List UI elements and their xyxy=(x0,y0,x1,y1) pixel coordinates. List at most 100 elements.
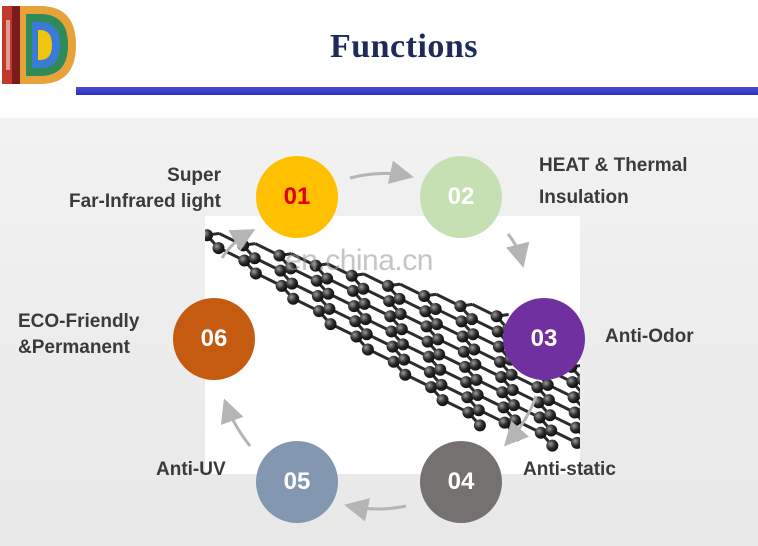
lattice-atom xyxy=(473,419,486,432)
lattice-atom xyxy=(430,318,443,331)
lattice-atom xyxy=(457,345,470,358)
lattice-atom xyxy=(324,318,337,331)
lattice-atom xyxy=(567,391,580,404)
function-label-01: Super Far-Infrared light xyxy=(69,163,221,215)
lattice-atom xyxy=(455,315,468,328)
lattice-atom xyxy=(460,376,473,389)
lattice-atom xyxy=(541,378,554,391)
lattice-atom xyxy=(545,424,558,437)
lattice-atom xyxy=(569,421,580,434)
function-circle-06: 06 xyxy=(173,298,255,380)
lattice-atom xyxy=(454,300,467,313)
function-circle-03: 03 xyxy=(503,298,585,380)
lattice-atom xyxy=(507,399,520,412)
lattice-atom xyxy=(421,335,434,348)
lattice-atom xyxy=(467,328,480,341)
lattice-atom xyxy=(435,378,448,391)
function-label-01-line-2: Far-Infrared light xyxy=(68,191,221,212)
lattice-atom xyxy=(532,396,545,409)
function-label-02-line-1: HEAT & Thermal xyxy=(539,155,688,176)
function-circle-05: 05 xyxy=(256,441,338,523)
lattice-atom xyxy=(274,264,287,277)
lattice-atom xyxy=(496,386,509,399)
lattice-atom xyxy=(506,383,519,396)
lattice-atom xyxy=(212,242,225,255)
company-logo xyxy=(2,6,76,84)
function-circle-02: 02 xyxy=(420,156,502,238)
watermark: en.china.cn xyxy=(285,244,433,277)
function-label-04-line-1: Anti-static xyxy=(523,459,616,480)
lattice-atom xyxy=(393,292,406,305)
lattice-atom xyxy=(311,289,324,302)
lattice-atom xyxy=(361,343,374,356)
lattice-atom xyxy=(360,328,373,341)
lattice-atom xyxy=(349,315,362,328)
function-label-02-line-2: Insulation xyxy=(539,187,629,208)
lattice-atom xyxy=(497,401,510,414)
lattice-atom xyxy=(505,368,518,381)
lattice-atom xyxy=(429,302,442,315)
function-label-01-line-1: Super xyxy=(167,165,221,186)
lattice-atom xyxy=(433,348,446,361)
function-circle-04: 04 xyxy=(420,441,502,523)
lattice-atom xyxy=(490,310,503,323)
function-label-06: ECO-Friendly &Permanent xyxy=(18,309,139,361)
lattice-atom xyxy=(471,389,484,402)
function-label-02: HEAT & Thermal Insulation xyxy=(539,150,688,214)
lattice-atom xyxy=(465,313,478,326)
lattice-atom xyxy=(398,353,411,366)
lattice-atom xyxy=(287,292,300,305)
function-circle-01: 01 xyxy=(256,156,338,238)
lattice-atom xyxy=(462,406,475,419)
lattice-atom xyxy=(357,282,370,295)
lattice-atom xyxy=(322,287,335,300)
lattice-atom xyxy=(469,358,482,371)
lattice-atom xyxy=(395,323,408,336)
lattice-atom xyxy=(205,229,213,242)
lattice-atom xyxy=(494,355,507,368)
lattice-atom xyxy=(566,376,579,389)
lattice-atom xyxy=(495,371,508,384)
lattice-atom xyxy=(310,274,323,287)
lattice-atom xyxy=(321,272,334,285)
lattice-atom xyxy=(422,350,435,363)
lattice-atom xyxy=(468,343,481,356)
lattice-atom xyxy=(472,404,485,417)
lattice-atom xyxy=(571,436,580,449)
lattice-atom xyxy=(323,302,336,315)
lattice-atom xyxy=(542,394,555,407)
function-label-05: Anti-UV xyxy=(156,457,226,483)
lattice-atom xyxy=(237,239,250,252)
lattice-atom xyxy=(544,409,557,422)
function-label-03-line-1: Anti-Odor xyxy=(605,326,694,347)
lattice-atom xyxy=(492,340,505,353)
lattice-atom xyxy=(458,360,471,373)
lattice-atom xyxy=(249,267,262,280)
lattice-atom xyxy=(418,290,431,303)
lattice-atom xyxy=(498,416,511,429)
title-underline-bar xyxy=(76,87,758,95)
lattice-atom xyxy=(396,338,409,351)
function-label-06-line-2: &Permanent xyxy=(18,337,130,358)
function-label-04: Anti-static xyxy=(523,457,616,483)
lattice-atom xyxy=(394,308,407,321)
lattice-atom xyxy=(387,355,400,368)
function-label-06-line-1: ECO-Friendly xyxy=(18,311,140,332)
lattice-atom xyxy=(576,374,580,386)
lattice-atom xyxy=(456,330,469,343)
lattice-atom xyxy=(399,368,412,381)
lattice-atom xyxy=(508,414,521,427)
lattice-atom xyxy=(385,325,398,338)
function-label-05-line-1: Anti-UV xyxy=(156,459,226,480)
lattice-atom xyxy=(383,295,396,308)
lattice-atom xyxy=(568,406,580,419)
lattice-atom xyxy=(345,269,358,282)
lattice-atom xyxy=(358,297,371,310)
lattice-atom xyxy=(348,300,361,313)
lattice-atom xyxy=(534,426,547,439)
lattice-atom xyxy=(510,429,523,442)
lattice-atom xyxy=(273,249,286,262)
lattice-atom xyxy=(533,411,546,424)
lattice-atom xyxy=(238,254,251,267)
lattice-atom xyxy=(436,394,449,407)
